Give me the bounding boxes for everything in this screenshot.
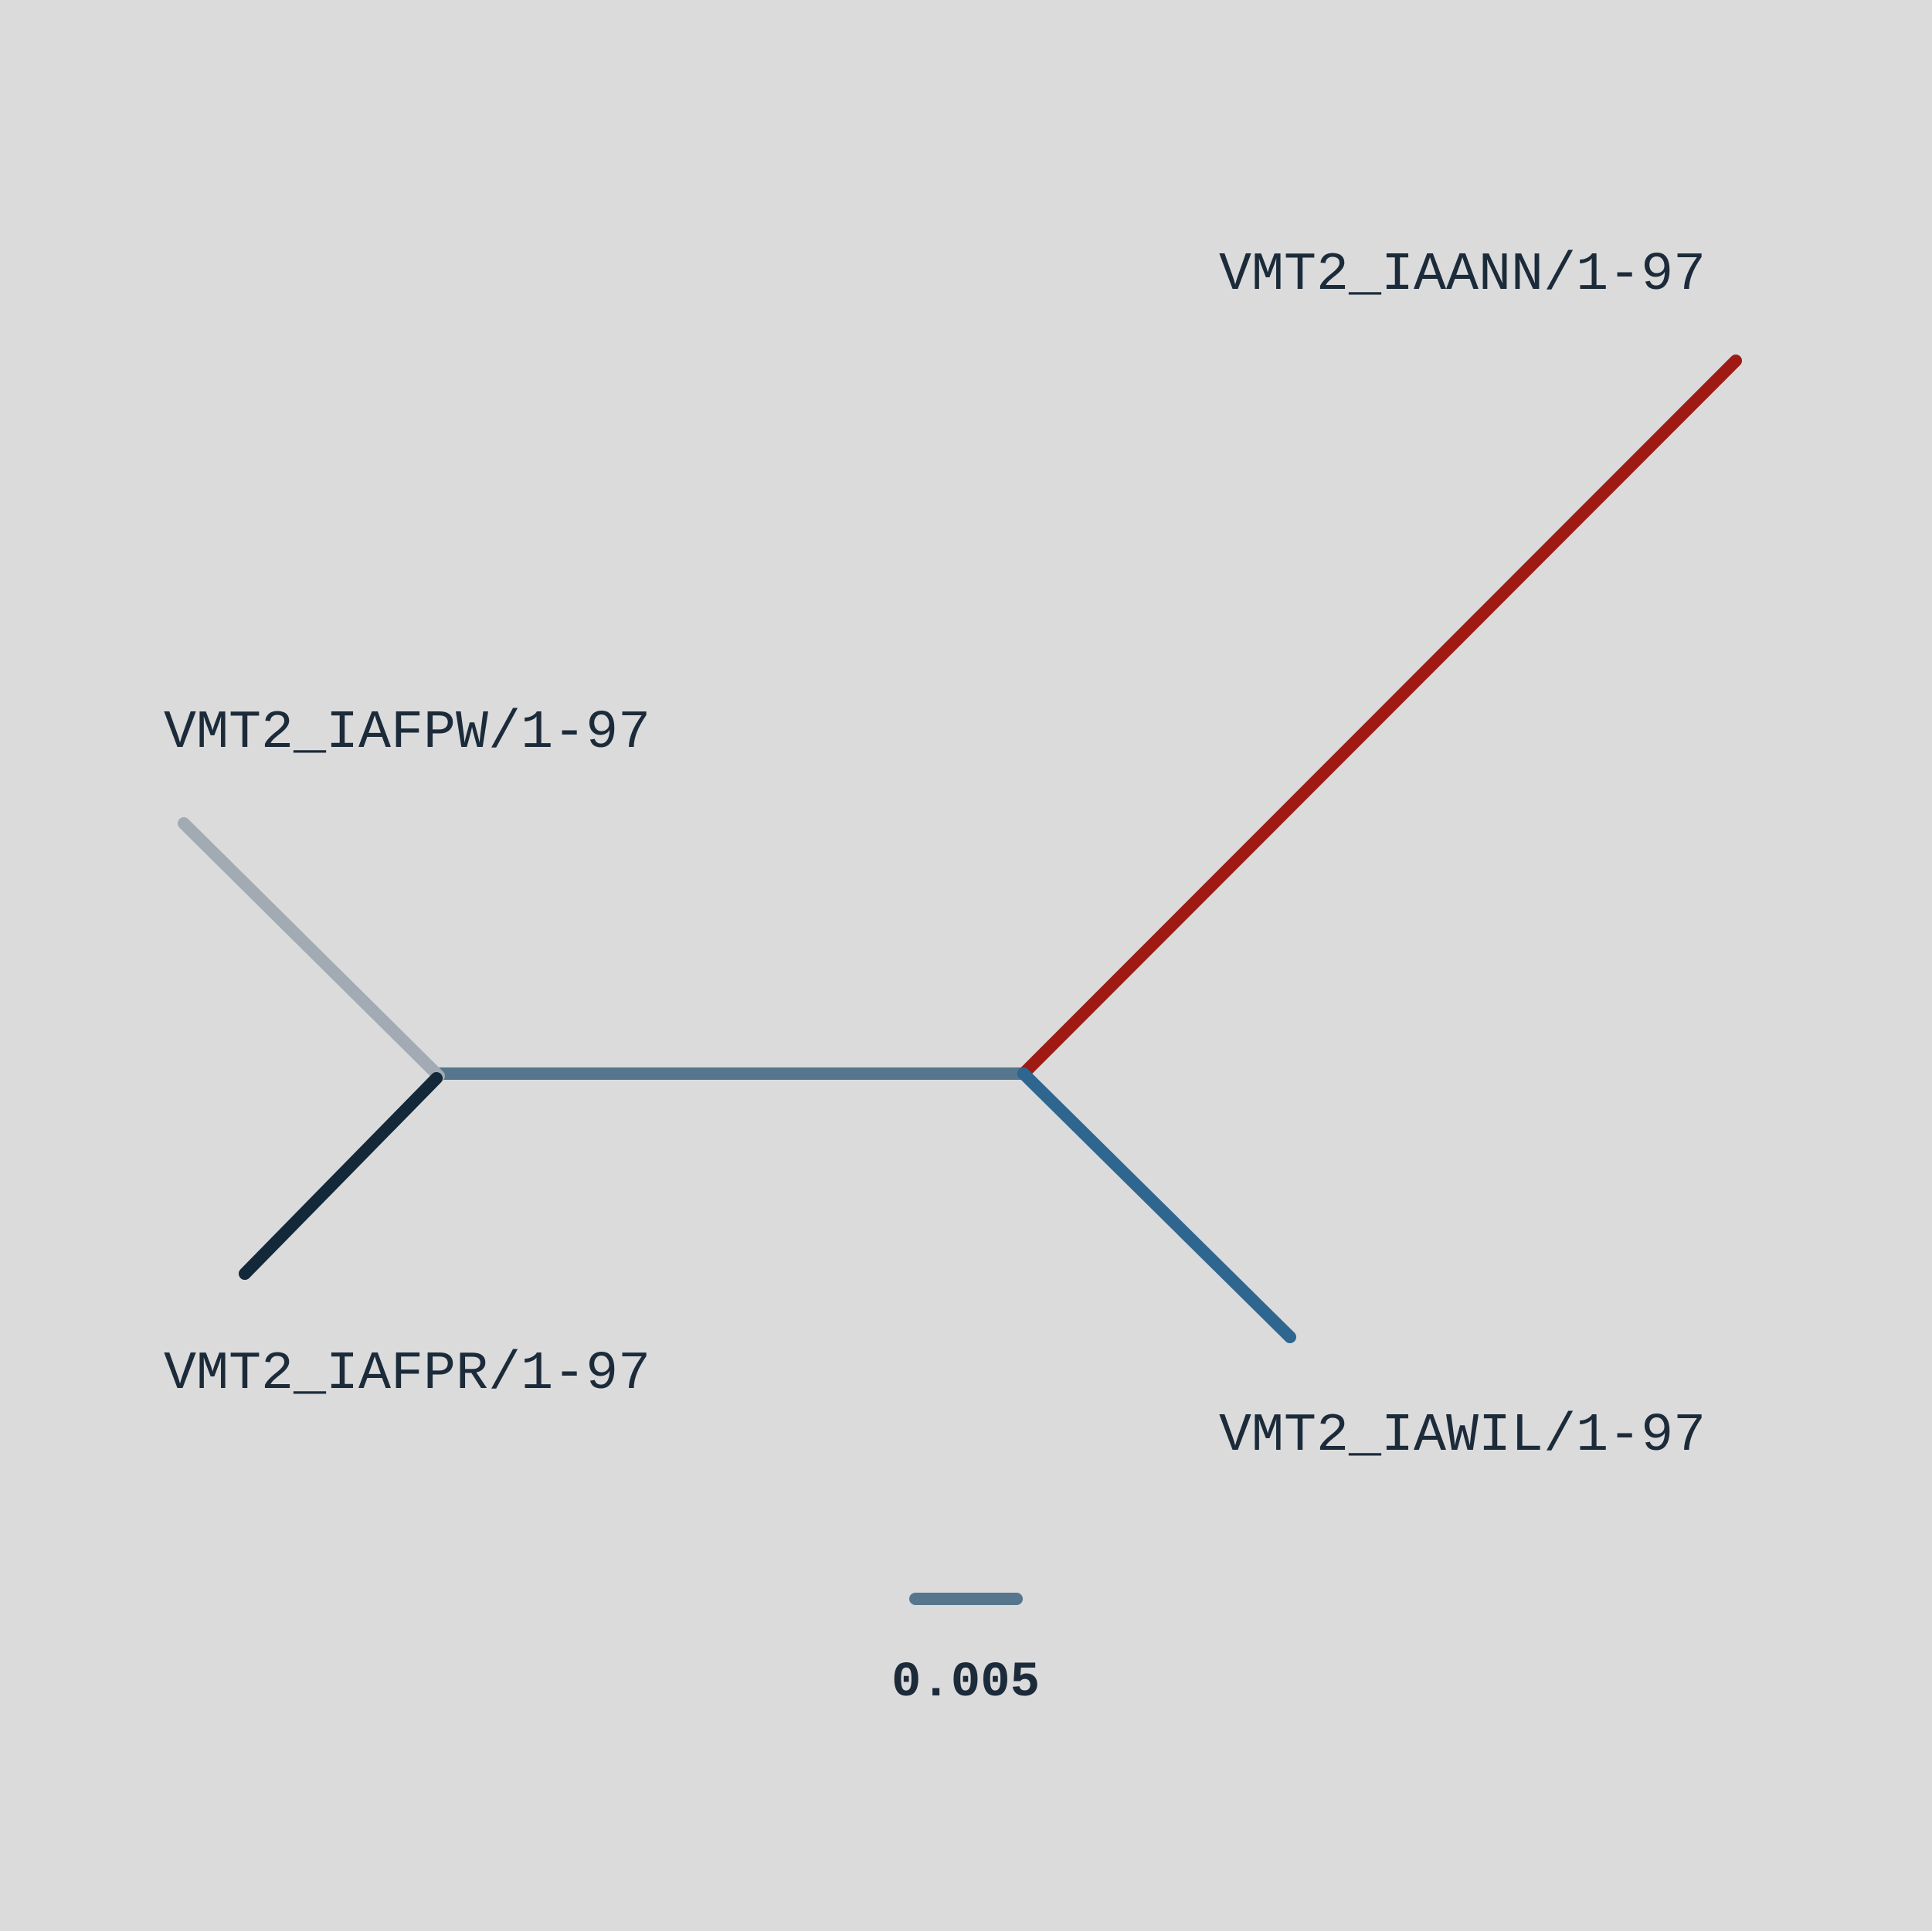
scale-bar-label: 0.005 — [891, 1655, 1040, 1711]
branch-vmt2-iafpr — [239, 1072, 443, 1280]
branch-vmt2-iafpw — [178, 817, 445, 1082]
tip-label-vmt2-iaann: VMT2_IAANN/1-97 — [1219, 245, 1706, 306]
tip-label-vmt2-iafpw: VMT2_IAFPW/1-97 — [164, 703, 650, 764]
branch-vmt2-iawil — [1017, 1067, 1296, 1343]
branch-vmt2-iaann — [1017, 355, 1742, 1080]
tip-label-vmt2-iafpr: VMT2_IAFPR/1-97 — [164, 1344, 650, 1405]
tip-label-vmt2-iawil: VMT2_IAWIL/1-97 — [1219, 1406, 1706, 1467]
